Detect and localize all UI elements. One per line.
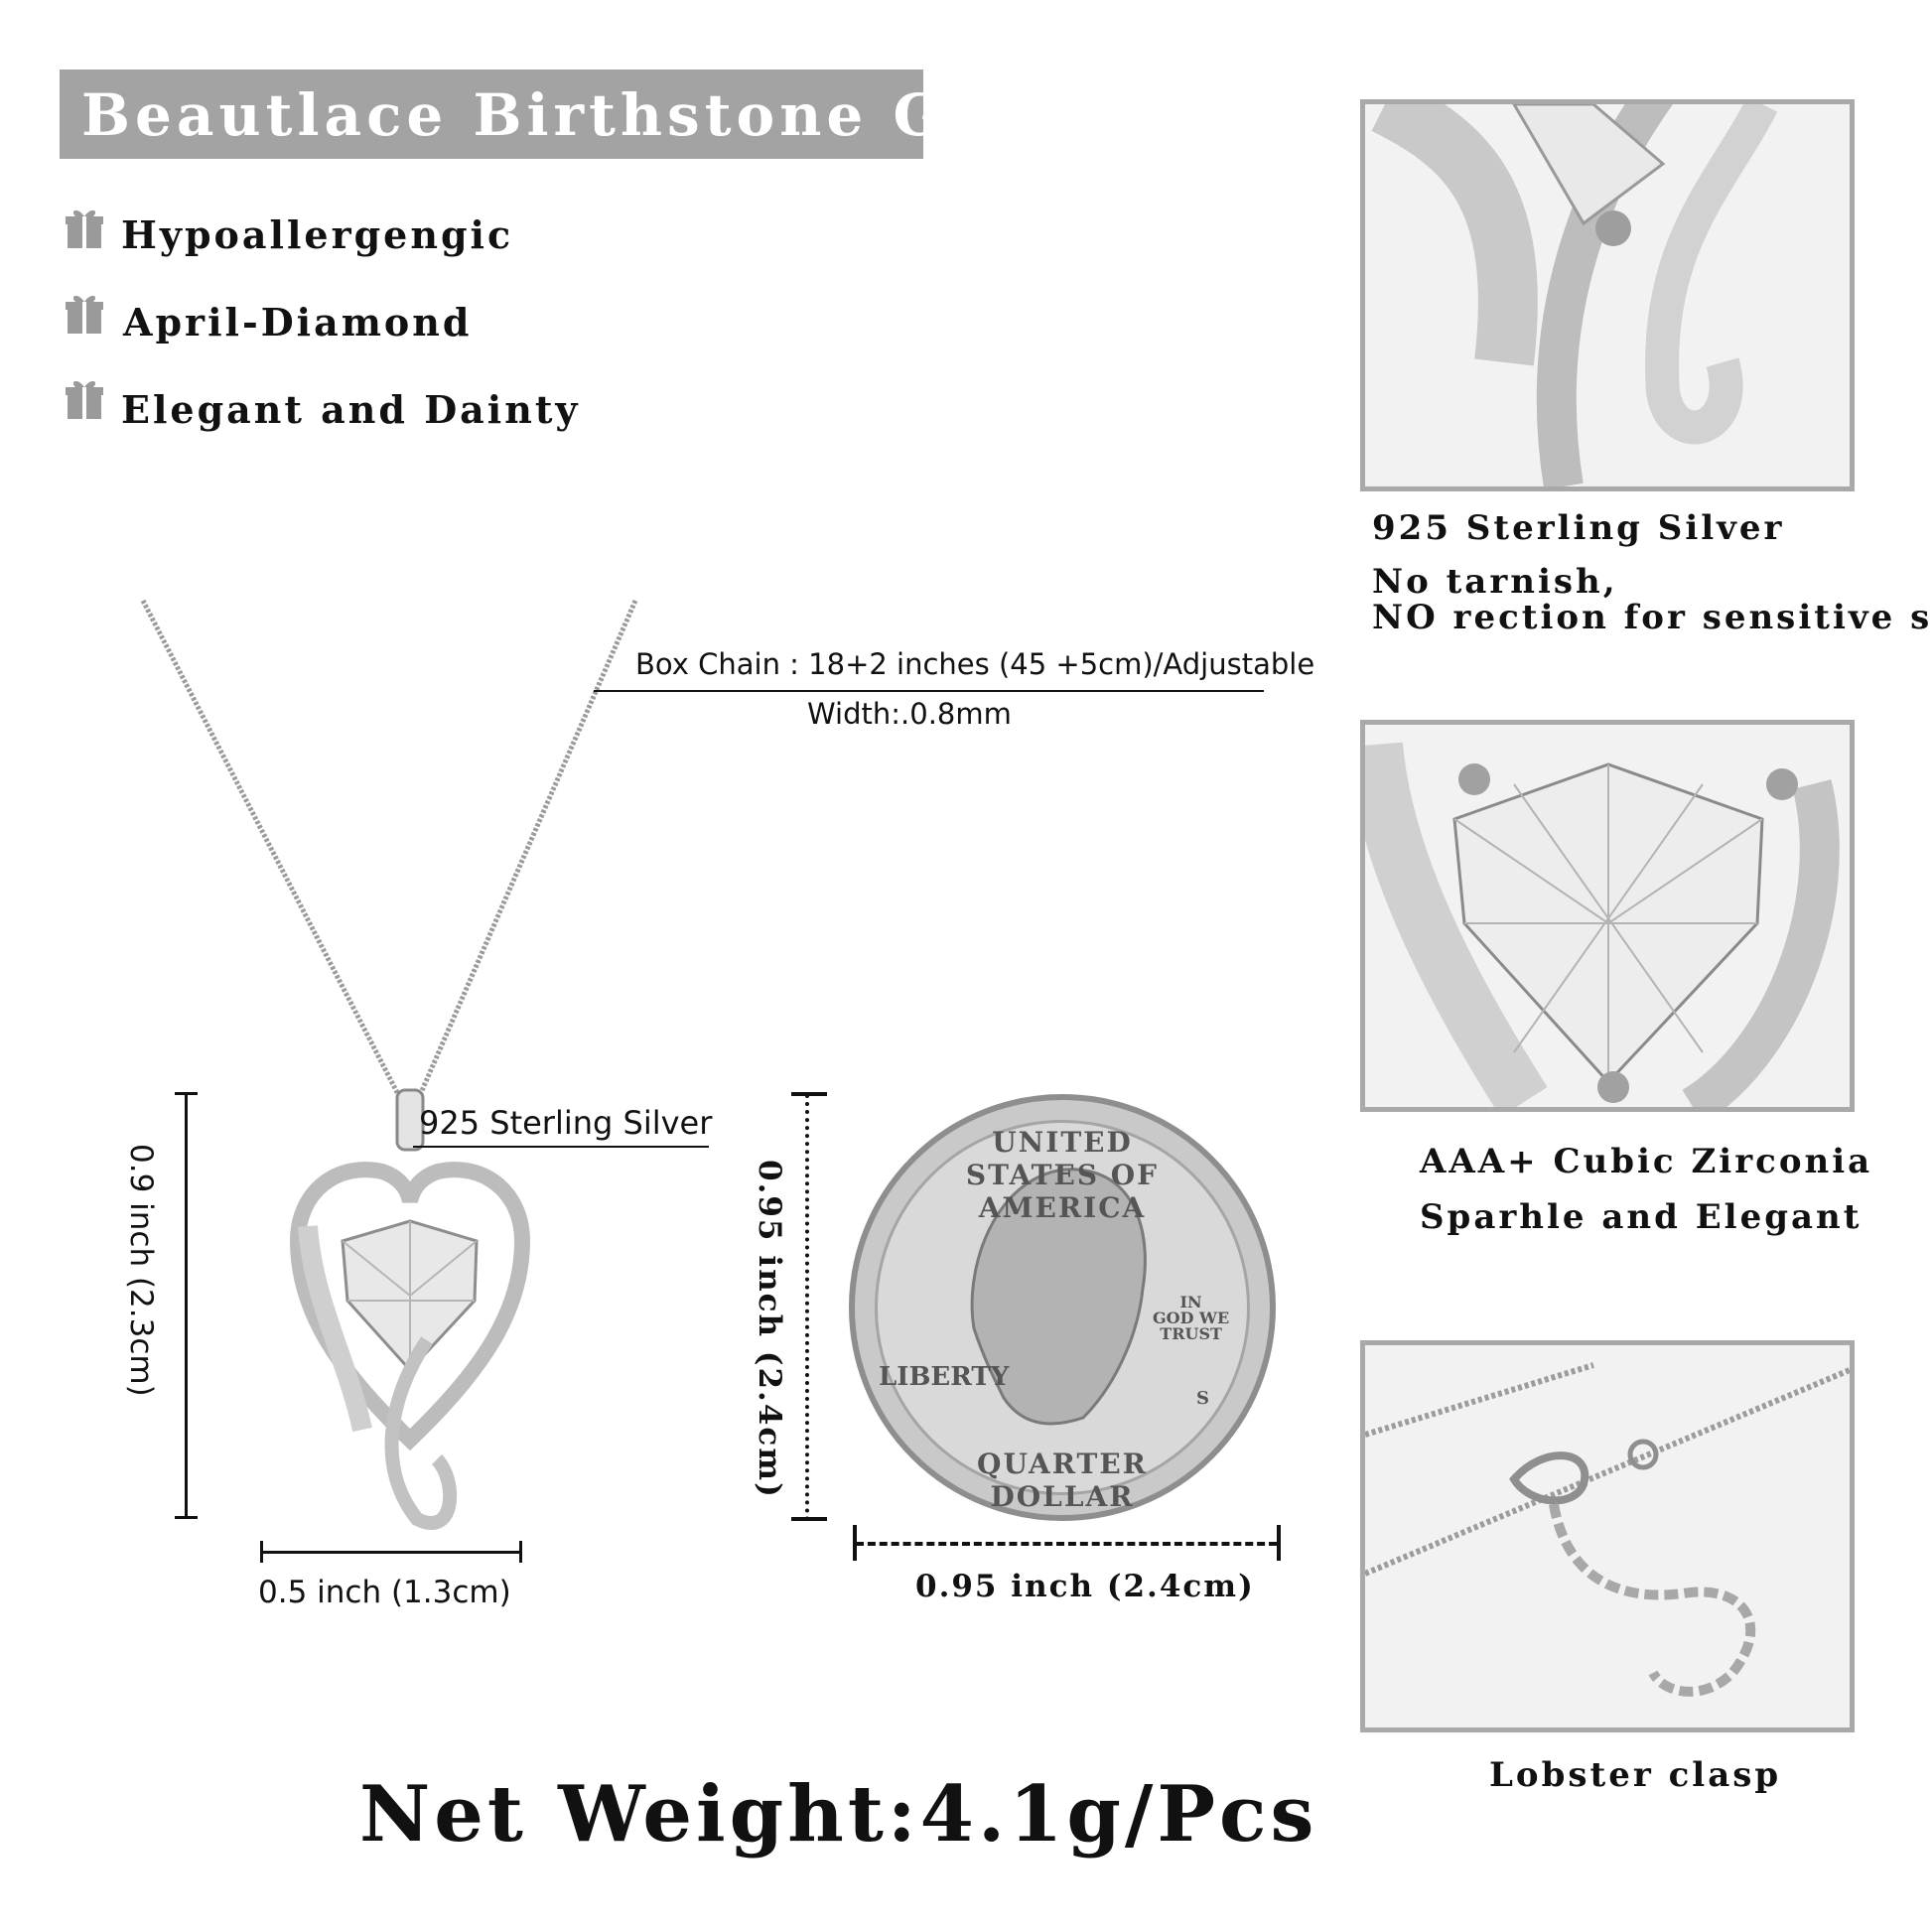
pendant-height-label: 0.9 inch (2.3cm) — [123, 1144, 159, 1397]
coin-height-label: 0.95 inch (2.4cm) — [752, 1160, 787, 1499]
coin-motto: IN GOD WE TRUST — [1153, 1293, 1230, 1343]
coin-width-tick-right — [1277, 1525, 1281, 1561]
detail-photo-clasp — [1360, 1340, 1855, 1732]
gift-icon — [66, 207, 103, 254]
feature-birthstone: April-Diamond — [123, 300, 473, 345]
chain-leader-line — [594, 690, 1264, 692]
feature-elegant: Elegant and Dainty — [121, 387, 581, 432]
pendant-height-line — [185, 1092, 188, 1519]
necklace-image — [140, 599, 638, 1530]
coin-portrait — [970, 1168, 1147, 1426]
detail-caption-zirconia-line2: Sparhle and Elegant — [1420, 1197, 1863, 1237]
pendant-material-label: 925 Sterling Silver — [419, 1104, 713, 1142]
quarter-coin: UNITED STATES OF AMERICA LIBERTY IN GOD … — [849, 1094, 1276, 1521]
coin-legend-bottom: QUARTER DOLLAR — [977, 1448, 1148, 1513]
pendant-width-tick-left — [260, 1541, 263, 1563]
detail-caption-clasp: Lobster clasp — [1489, 1755, 1782, 1795]
detail-photo-zirconia — [1360, 720, 1855, 1112]
coin-mint-mark: S — [1196, 1388, 1209, 1409]
pendant-height-tick-bottom — [175, 1516, 198, 1519]
coin-width-label: 0.95 inch (2.4cm) — [915, 1569, 1255, 1604]
pendant-width-line — [260, 1551, 522, 1554]
coin-liberty: LIBERTY — [879, 1362, 1010, 1392]
coin-height-line — [805, 1094, 809, 1521]
coin-width-line — [856, 1542, 1277, 1546]
feature-hypoallergenic: Hypoallergengic — [121, 212, 514, 257]
title-banner — [60, 69, 923, 159]
brand-title: Beautlace Birthstone Gifts — [81, 81, 1073, 149]
detail-caption-silver-line2: No tarnish, — [1372, 562, 1618, 602]
coin-height-tick-top — [791, 1092, 827, 1096]
detail-photo-silver — [1360, 99, 1855, 491]
pendant-height-tick-top — [175, 1092, 198, 1095]
material-leader-line — [413, 1146, 709, 1148]
coin-width-tick-left — [853, 1525, 857, 1561]
gift-icon — [66, 377, 103, 425]
net-weight-label: Net Weight:4.1g/Pcs — [359, 1769, 1318, 1860]
detail-caption-silver-line3: NO rection for sensitive skin — [1372, 598, 1932, 637]
detail-caption-silver-title: 925 Sterling Silver — [1372, 508, 1785, 548]
chain-length-label: Box Chain : 18+2 inches (45 +5cm)/Adjust… — [635, 647, 1315, 681]
coin-height-tick-bottom — [791, 1517, 827, 1521]
detail-caption-zirconia-title: AAA+ Cubic Zirconia — [1420, 1142, 1873, 1181]
pendant-width-tick-right — [519, 1541, 522, 1563]
chain-width-label: Width:.0.8mm — [807, 697, 1012, 731]
coin-legend-top: UNITED STATES OF AMERICA — [965, 1126, 1160, 1224]
gift-icon — [66, 292, 103, 340]
pendant-width-label: 0.5 inch (1.3cm) — [258, 1575, 511, 1610]
